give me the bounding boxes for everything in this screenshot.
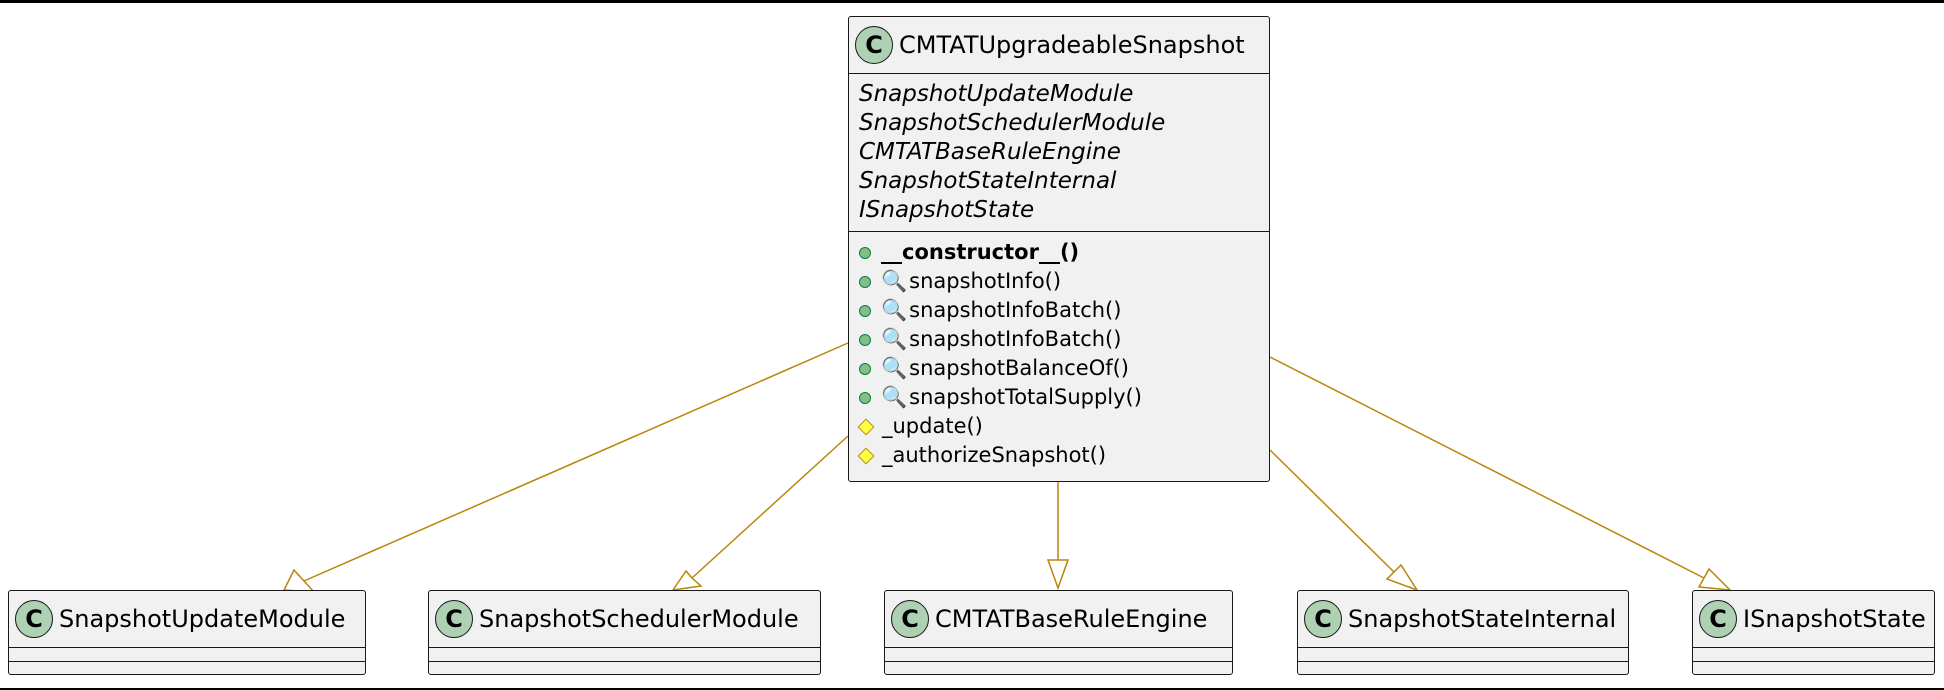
method-name: _authorizeSnapshot() xyxy=(882,443,1107,467)
parent-entry: CMTATBaseRuleEngine xyxy=(859,139,1121,165)
separator xyxy=(1693,661,1934,662)
arrowhead-cmtatbaseruleengine xyxy=(1046,559,1070,591)
empty-attributes-section xyxy=(885,648,1232,661)
magnifier-icon: 🔍 xyxy=(881,327,908,351)
magnifier-icon: 🔍 xyxy=(881,356,908,380)
separator xyxy=(1298,661,1628,662)
method-row: _update() xyxy=(857,412,1259,441)
protected-visibility-icon xyxy=(857,418,875,435)
public-visibility-icon xyxy=(859,333,871,346)
class-name: SnapshotSchedulerModule xyxy=(479,605,799,633)
class-header: C ISnapshotState xyxy=(1693,591,1934,647)
edge-to-snapshotschedulermodule xyxy=(691,435,849,579)
method-row: 🔍 snapshotInfoBatch() xyxy=(859,325,1259,354)
public-visibility-icon xyxy=(859,246,871,259)
class-name: SnapshotStateInternal xyxy=(1348,605,1617,633)
parent-entry: SnapshotSchedulerModule xyxy=(859,110,1166,136)
class-box-isnapshotstate[interactable]: C ISnapshotState xyxy=(1692,590,1935,675)
separator xyxy=(9,661,365,662)
method-row: 🔍 snapshotTotalSupply() xyxy=(859,383,1259,412)
parent-entry: ISnapshotState xyxy=(859,197,1035,223)
magnifier-icon: 🔍 xyxy=(881,385,908,409)
parents-section: SnapshotUpdateModule SnapshotSchedulerMo… xyxy=(849,74,1269,231)
public-visibility-icon xyxy=(859,362,871,375)
class-name: CMTATBaseRuleEngine xyxy=(935,605,1208,633)
method-name: snapshotInfoBatch() xyxy=(909,298,1122,322)
magnifier-icon: 🔍 xyxy=(881,298,908,322)
class-box-snapshotupdatemodule[interactable]: C SnapshotUpdateModule xyxy=(8,590,366,675)
edge-to-snapshotstateinternal xyxy=(1269,449,1395,573)
method-name: snapshotInfoBatch() xyxy=(909,327,1122,351)
method-row: 🔍 snapshotInfo() xyxy=(859,267,1259,296)
class-badge-icon: C xyxy=(15,600,53,638)
edge-to-isnapshotstate xyxy=(1269,356,1705,579)
magnifier-icon: 🔍 xyxy=(881,269,908,293)
separator xyxy=(1693,647,1934,648)
method-row: __constructor__() xyxy=(859,238,1259,267)
method-name: _update() xyxy=(882,414,983,438)
public-visibility-icon xyxy=(859,391,871,404)
separator xyxy=(9,647,365,648)
edge-to-snapshotupdatemodule xyxy=(303,342,849,582)
empty-attributes-section xyxy=(429,648,820,661)
frame-bottom-border xyxy=(0,688,1944,690)
class-badge-icon: C xyxy=(855,26,893,64)
empty-attributes-section xyxy=(9,648,365,661)
separator xyxy=(849,231,1269,232)
class-box-snapshotschedulermodule[interactable]: C SnapshotSchedulerModule xyxy=(428,590,821,675)
class-header: C SnapshotSchedulerModule xyxy=(429,591,820,647)
class-name: CMTATUpgradeableSnapshot xyxy=(899,31,1245,59)
protected-visibility-icon xyxy=(857,447,875,464)
method-row: 🔍 snapshotBalanceOf() xyxy=(859,354,1259,383)
empty-attributes-section xyxy=(1693,648,1934,661)
arrowhead-snapshotupdatemodule xyxy=(282,568,316,593)
class-badge-icon: C xyxy=(1304,600,1342,638)
class-name: SnapshotUpdateModule xyxy=(59,605,346,633)
method-row: _authorizeSnapshot() xyxy=(857,441,1259,470)
method-name: snapshotTotalSupply() xyxy=(909,385,1142,409)
class-badge-icon: C xyxy=(435,600,473,638)
empty-attributes-section xyxy=(1298,648,1628,661)
method-name: __constructor__() xyxy=(881,240,1080,264)
parent-entry: SnapshotStateInternal xyxy=(859,168,1117,194)
class-header: C CMTATUpgradeableSnapshot xyxy=(849,17,1269,73)
separator xyxy=(429,661,820,662)
separator xyxy=(1298,647,1628,648)
public-visibility-icon xyxy=(859,275,871,288)
class-header: C SnapshotStateInternal xyxy=(1298,591,1628,647)
public-visibility-icon xyxy=(859,304,871,317)
separator xyxy=(429,647,820,648)
separator xyxy=(885,647,1232,648)
parent-entry: SnapshotUpdateModule xyxy=(859,81,1134,107)
class-header: C CMTATBaseRuleEngine xyxy=(885,591,1232,647)
class-name: ISnapshotState xyxy=(1743,605,1926,633)
class-box-cmtatbaseruleengine[interactable]: C CMTATBaseRuleEngine xyxy=(884,590,1233,675)
class-header: C SnapshotUpdateModule xyxy=(9,591,365,647)
arrowhead-snapshotschedulermodule xyxy=(671,569,703,591)
separator xyxy=(885,661,1232,662)
methods-section: __constructor__() 🔍 snapshotInfo() 🔍 sna… xyxy=(849,232,1269,476)
separator xyxy=(849,73,1269,74)
class-box-main[interactable]: C CMTATUpgradeableSnapshot SnapshotUpdat… xyxy=(848,16,1270,482)
method-name: snapshotBalanceOf() xyxy=(909,356,1129,380)
arrowhead-snapshotstateinternal xyxy=(1385,563,1419,592)
class-badge-icon: C xyxy=(1699,600,1737,638)
frame-top-border xyxy=(0,0,1944,3)
arrowhead-isnapshotstate xyxy=(1697,567,1733,591)
class-box-snapshotstateinternal[interactable]: C SnapshotStateInternal xyxy=(1297,590,1629,675)
class-badge-icon: C xyxy=(891,600,929,638)
method-row: 🔍 snapshotInfoBatch() xyxy=(859,296,1259,325)
method-name: snapshotInfo() xyxy=(909,269,1062,293)
